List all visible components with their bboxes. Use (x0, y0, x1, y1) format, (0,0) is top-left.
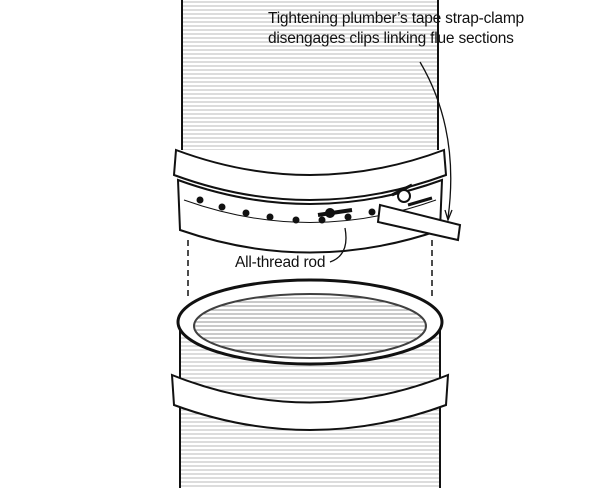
clamp-leader (419, 61, 452, 219)
rod-callout: All-thread rod (233, 254, 328, 272)
rod-leader (329, 227, 347, 263)
leader-lines (329, 61, 453, 263)
clamp-callout-line2: disengages clips linking flue sections (268, 30, 514, 47)
clamp-strap (376, 183, 462, 242)
upper-flue-section (172, 0, 462, 254)
all-thread-rod (317, 208, 353, 218)
strap-holes (196, 196, 376, 224)
lower-flue-section (170, 278, 450, 488)
clamp-callout-line1: Tightening plumber’s tape strap-clamp (268, 10, 524, 27)
alignment-lines (187, 240, 433, 300)
